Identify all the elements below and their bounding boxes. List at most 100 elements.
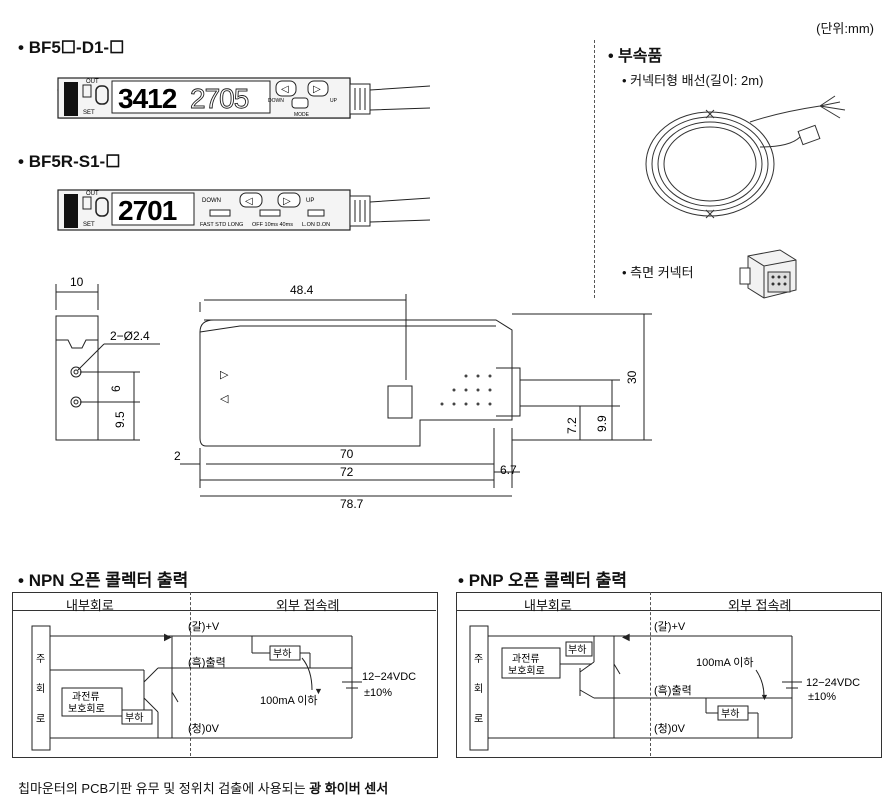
pnp-supply: 12−24VDC [806, 677, 860, 689]
caption: 칩마운터의 PCB기판 유무 및 정위치 검출에 사용되는 광 화이버 센서 [18, 778, 388, 797]
pnp-circuit-drawing: ◀ ▼ 주 회 로 과전류 보호회로 부하 부하 (갈)+V (흑)출력 (청)… [469, 619, 860, 751]
npn-column-divider [190, 592, 192, 756]
s1-left-arrow-icon: ◁ [245, 196, 253, 207]
dim-10: 10 [70, 275, 84, 289]
pnp-protect-2: 보호회로 [508, 665, 545, 677]
npn-circuit-box [12, 592, 438, 758]
npn-v-plus: (갈)+V [188, 619, 220, 633]
product-d1-drawing: OUT SET 3412 2705 ◁ ▷ DOWN MODE UP [57, 77, 431, 119]
npn-load-external: 부하 [273, 647, 291, 660]
s1-switch-label-2: OFF 10ms 40ms [252, 222, 293, 228]
npn-protect-1: 과전류 [72, 691, 100, 703]
s1-right-arrow-icon: ▷ [283, 196, 291, 207]
npn-supply: 12−24VDC [362, 671, 416, 683]
npn-col-internal: 내부회로 [66, 598, 114, 613]
npn-circuit-drawing: ▶ ▼ 주 회 로 과전류 보호회로 부하 부하 (갈)+V (흑)출력 (청)… [31, 619, 416, 751]
dim-30: 30 [625, 370, 639, 384]
pnp-main-1: 주 [474, 654, 483, 665]
d1-display-right: 2705 [190, 83, 249, 114]
dimension-drawing: ▷ ◁ 10 2−Ø2.4 6 9.5 48.4 30 7.2 9.9 2 70… [55, 275, 652, 511]
pnp-load-external: 부하 [721, 707, 739, 720]
pnp-main-2: 회 [474, 683, 483, 695]
pnp-output: (흑)출력 [654, 683, 692, 697]
dim-7-2: 7.2 [565, 417, 579, 434]
d1-display-left: 3412 [118, 83, 177, 114]
npn-diode-icon: ▶ [164, 632, 172, 643]
npn-main-2: 회 [36, 683, 45, 695]
model-s1-title: BF5R-S1-☐ [28, 152, 121, 171]
pnp-circuit-box [456, 592, 882, 758]
caption-normal: 칩마운터의 PCB기판 유무 및 정위치 검출에 사용되는 [18, 781, 310, 796]
d1-set-label: SET [83, 110, 95, 116]
accessory-cable-text: 커넥터형 배선(길이: 2m) [630, 73, 764, 88]
s1-switch-label-1: FAST STD LONG [200, 222, 243, 228]
body-left-triangle-icon: ◁ [220, 393, 229, 405]
dim-2: 2 [174, 449, 181, 463]
npn-header-line [12, 610, 436, 611]
npn-main-1: 주 [36, 654, 45, 665]
s1-out-label: OUT [86, 191, 99, 197]
s1-display: 2701 [118, 195, 177, 226]
accessory-heading: • 부속품 [608, 48, 663, 65]
pnp-col-external: 외부 접속례 [728, 598, 792, 613]
dim-72: 72 [340, 465, 354, 479]
npn-main-3: 로 [36, 714, 45, 725]
d1-right-arrow-icon: ▷ [313, 84, 321, 95]
accessory-title: 부속품 [618, 48, 663, 65]
npn-protect-2: 보호회로 [68, 703, 105, 715]
body-right-triangle-icon: ▷ [220, 369, 229, 381]
dim-6-7: 6.7 [500, 463, 517, 477]
pnp-heading: • PNP 오픈 콜렉터 출력 [458, 571, 627, 590]
s1-up-button[interactable] [277, 192, 301, 208]
pnp-load-internal: 부하 [568, 643, 586, 656]
pnp-tolerance: ±10% [808, 691, 836, 703]
s1-down-button[interactable] [239, 192, 263, 208]
npn-tolerance: ±10% [364, 687, 392, 699]
s1-switch-3[interactable] [307, 209, 325, 217]
model-s1-heading: • BF5R-S1-☐ [18, 152, 121, 171]
pnp-main-3: 로 [474, 714, 483, 725]
side-connector-drawing [739, 249, 797, 299]
d1-mode-label: MODE [294, 112, 310, 118]
npn-load-internal: 부하 [125, 711, 143, 724]
d1-up-label: UP [330, 98, 338, 104]
npn-0v: (청)0V [188, 722, 220, 735]
accessory-divider [594, 40, 595, 298]
s1-switch-label-3: L.ON D.ON [302, 222, 330, 228]
dim-78-7: 78.7 [340, 497, 364, 511]
d1-down-label: DOWN [268, 98, 284, 104]
pnp-arrow-down-icon: ▼ [760, 692, 769, 702]
product-s1-drawing: OUT SET 2701 DOWN ◁ ▷ UP FAST STD LONG O… [57, 189, 431, 231]
s1-switch-2[interactable] [259, 209, 281, 217]
pnp-title: PNP 오픈 콜렉터 출력 [468, 571, 627, 590]
pnp-0v: (청)0V [654, 722, 686, 735]
dim-70: 70 [340, 447, 354, 461]
model-d1-heading: • BF5☐-D1-☐ [18, 38, 125, 57]
d1-left-arrow-icon: ◁ [281, 84, 289, 95]
accessory-side-text: 측면 커넥터 [630, 265, 694, 280]
dim-9-9: 9.9 [595, 415, 609, 432]
pnp-current: 100mA 이하 [696, 655, 754, 669]
connector-cable-drawing [645, 95, 846, 219]
caption-bold: 광 화이버 센서 [309, 781, 389, 796]
pnp-column-divider [650, 592, 652, 756]
d1-out-label: OUT [86, 79, 99, 85]
npn-output: (흑)출력 [188, 655, 226, 669]
s1-set-label: SET [83, 222, 95, 228]
d1-down-button[interactable] [275, 80, 297, 97]
s1-switch-1[interactable] [209, 209, 231, 217]
dim-6: 6 [109, 385, 123, 392]
unit-note: (단위:mm) [816, 21, 874, 36]
s1-down-label: DOWN [202, 198, 221, 204]
npn-title: NPN 오픈 콜렉터 출력 [28, 571, 189, 590]
pnp-header-line [456, 610, 880, 611]
pnp-protect-1: 과전류 [512, 653, 540, 665]
pnp-v-plus: (갈)+V [654, 619, 686, 633]
accessory-side-label: • 측면 커넥터 [622, 265, 694, 280]
pnp-diode-icon: ◀ [622, 632, 630, 643]
s1-up-label: UP [306, 198, 314, 204]
npn-arrow-down-icon: ▼ [314, 686, 323, 696]
d1-mode-button[interactable] [291, 97, 309, 109]
d1-up-button[interactable] [307, 80, 329, 97]
npn-col-external: 외부 접속례 [276, 598, 340, 613]
